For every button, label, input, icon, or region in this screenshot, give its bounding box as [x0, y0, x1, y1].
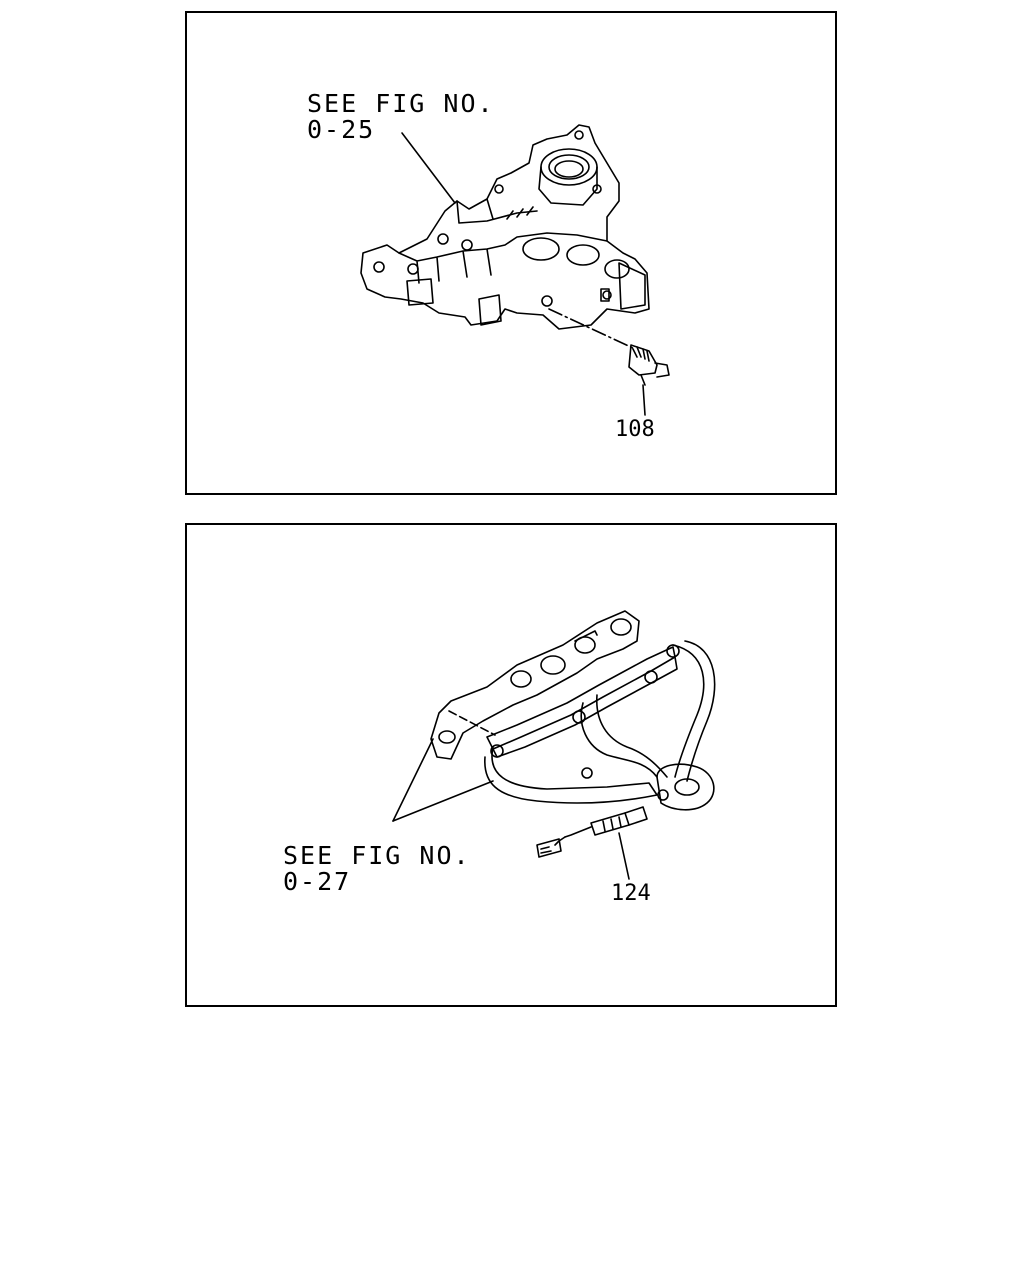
- bolt-hole: [574, 130, 584, 140]
- manifold-flange-lines: [398, 198, 608, 284]
- flange-bolt: [666, 644, 680, 658]
- gasket-port: [574, 636, 596, 654]
- reference-leader-line: [392, 780, 494, 822]
- diagram-panel-intake-manifold: SEE FIG NO. 0-25 108: [185, 11, 837, 495]
- intake-port-3: [604, 259, 630, 279]
- manifold-flange-rail: [486, 646, 678, 758]
- sensor-port: [600, 288, 610, 302]
- manifold-collector: [656, 763, 715, 811]
- exhaust-manifold-drawing: [392, 610, 716, 880]
- manifold-runner-2: [580, 694, 668, 778]
- gasket-alignment-line: [448, 710, 496, 736]
- part-124-leader-line: [618, 832, 630, 880]
- flange-bolt: [581, 767, 593, 779]
- bolt-hole: [592, 184, 602, 194]
- manifold-runner-3: [672, 640, 716, 782]
- bolt-hole: [541, 295, 553, 307]
- reference-leader-line: [392, 738, 434, 822]
- bolt-hole: [437, 233, 449, 245]
- flange-bolt: [490, 744, 504, 758]
- casting-hatch: [506, 206, 534, 220]
- part-number-label: 108: [615, 417, 655, 442]
- oxygen-sensor-part-124: [536, 806, 648, 858]
- reference-label-line1: SEE FIG NO.: [307, 89, 495, 118]
- manifold-side-block: [618, 262, 646, 310]
- diagram-panel-exhaust-manifold: SEE FIG NO. 0-27 124: [185, 523, 837, 1007]
- bolt-hole: [461, 239, 473, 251]
- intake-port-2: [566, 244, 600, 266]
- reference-label-line2: 0-25: [307, 115, 376, 144]
- bolt-hole: [373, 261, 385, 273]
- gasket-tab: [574, 630, 598, 642]
- bolt-hole: [494, 184, 504, 194]
- bolt-hole: [407, 263, 419, 275]
- manifold-gasket: [430, 610, 640, 760]
- sensor-boss: [657, 789, 669, 801]
- intake-manifold-drawing: [360, 124, 670, 416]
- gasket-port: [510, 670, 532, 688]
- flange-bolt: [572, 710, 586, 724]
- gasket-port: [610, 618, 632, 636]
- collector-outlet: [674, 778, 700, 796]
- throttle-bore-core: [554, 160, 584, 178]
- reference-label-line1: SEE FIG NO.: [283, 841, 471, 870]
- flange-bolt: [644, 670, 658, 684]
- manifold-runner-1: [484, 746, 658, 804]
- gasket-port: [540, 655, 566, 675]
- manifold-boss: [478, 294, 502, 326]
- part-108-leader-line: [642, 384, 646, 416]
- throttle-neck: [538, 166, 598, 206]
- temperature-switch-part-108: [628, 344, 670, 386]
- intake-port-1: [522, 237, 560, 261]
- gasket-hole: [438, 730, 456, 744]
- installation-centerline: [548, 308, 636, 350]
- throttle-bore-inner: [548, 154, 590, 180]
- bolt-hole: [602, 290, 612, 300]
- manifold-boss: [406, 278, 434, 306]
- part-number-label: 124: [611, 881, 651, 906]
- reference-leader-line: [401, 132, 456, 204]
- reference-label-line2: 0-27: [283, 867, 352, 896]
